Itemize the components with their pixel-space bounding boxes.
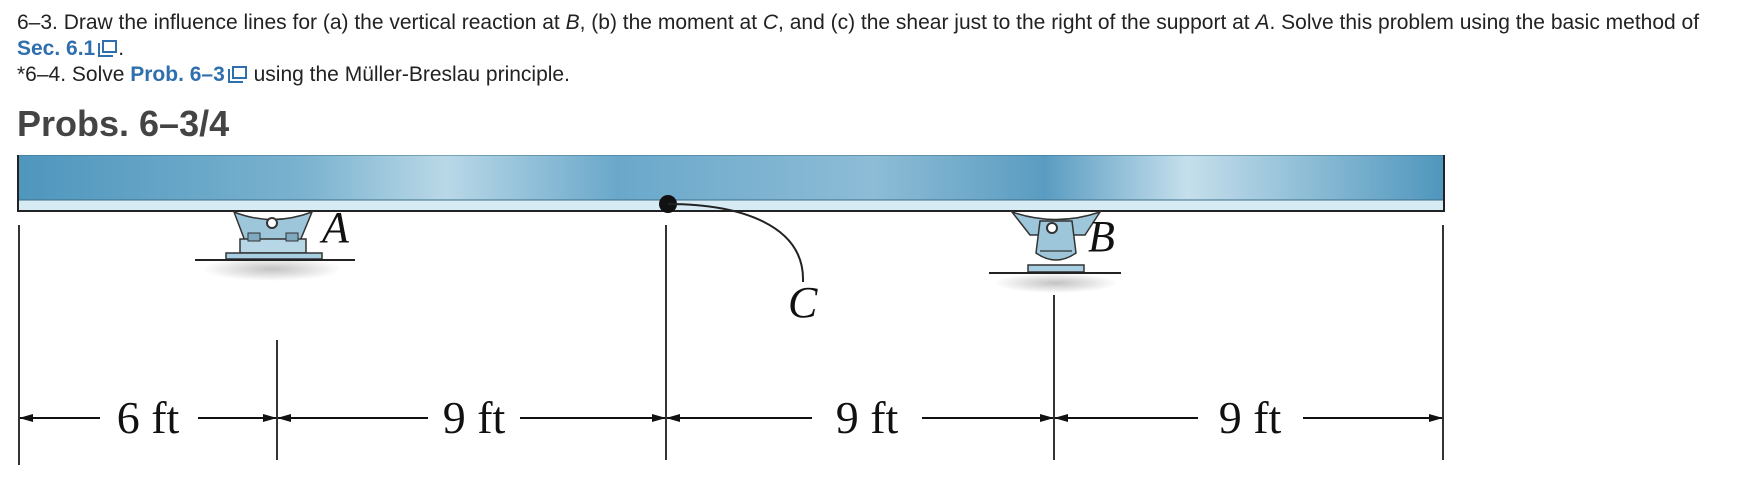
problem-6-4: *6–4. Solve Prob. 6–3 using the Müller-B…	[17, 62, 1747, 88]
dimension-label: 9 ft	[1219, 392, 1282, 443]
beam-diagram: A B C 6 ft 9 ft 9 ft	[17, 155, 1445, 465]
support-b: B	[989, 210, 1121, 293]
section-link-label: Sec. 6.1	[17, 37, 96, 60]
problem-statement: 6–3. Draw the influence lines for (a) th…	[17, 10, 1747, 88]
problem-text-segment: .	[118, 37, 125, 60]
problem-text-segment: *6–4. Solve	[17, 63, 131, 86]
external-link-icon	[98, 40, 118, 57]
label-c: C	[788, 278, 818, 327]
dimension-label: 9 ft	[836, 392, 899, 443]
variable-a: A	[1255, 11, 1270, 34]
problem-link[interactable]: Prob. 6–3	[130, 63, 248, 86]
dimension-label: 6 ft	[117, 392, 180, 443]
point-c: C	[659, 195, 818, 327]
label-a: A	[319, 203, 350, 252]
external-link-icon	[227, 66, 247, 83]
section-link[interactable]: Sec. 6.1	[17, 37, 118, 60]
dimension-label: 9 ft	[443, 392, 506, 443]
variable-c: C	[762, 11, 779, 34]
problem-text-segment: 6–3. Draw the influence lines for (a) th…	[17, 11, 566, 34]
figure-title: Probs. 6–3/4	[17, 103, 230, 144]
problem-6-3: 6–3. Draw the influence lines for (a) th…	[17, 10, 1747, 62]
problem-text-segment: , and (c) the shear just to the right of…	[778, 11, 1256, 34]
problem-text-segment: , (b) the moment at	[579, 11, 763, 34]
beam	[17, 155, 1445, 212]
extension-lines	[18, 225, 1444, 465]
label-b: B	[1088, 212, 1115, 261]
problem-link-label: Prob. 6–3	[130, 63, 225, 86]
problem-text-segment: using the Müller-Breslau principle.	[247, 63, 570, 86]
problem-text-segment: . Solve this problem using the basic met…	[1269, 11, 1700, 34]
support-a: A	[195, 203, 355, 281]
variable-b: B	[565, 11, 580, 34]
